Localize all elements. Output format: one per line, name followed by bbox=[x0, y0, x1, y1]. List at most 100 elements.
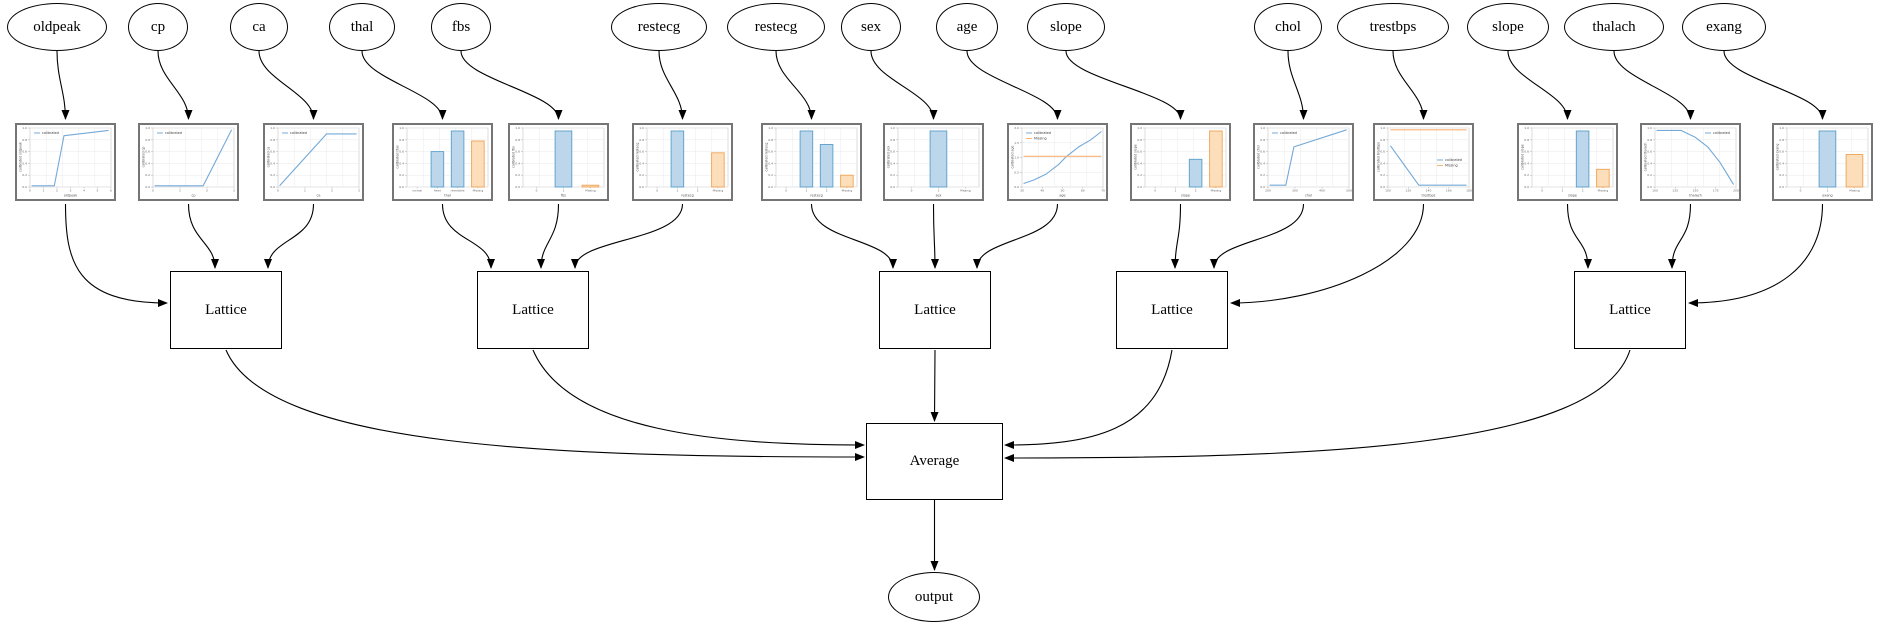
svg-text:0.0: 0.0 bbox=[768, 185, 773, 189]
svg-text:0.8: 0.8 bbox=[639, 138, 644, 142]
svg-text:0.2: 0.2 bbox=[145, 173, 150, 177]
svg-text:oldpeak: oldpeak bbox=[64, 194, 77, 198]
svg-text:age: age bbox=[1059, 194, 1065, 198]
feature-node-thalach-13: thalach bbox=[1564, 3, 1664, 51]
svg-text:100: 100 bbox=[1652, 189, 1658, 193]
svg-text:0.0: 0.0 bbox=[1014, 185, 1019, 189]
svg-text:0.2: 0.2 bbox=[1380, 173, 1385, 177]
svg-text:cp: cp bbox=[191, 194, 195, 198]
svg-text:Missing: Missing bbox=[1849, 189, 1860, 193]
svg-text:thal: thal bbox=[444, 194, 451, 198]
svg-text:normal: normal bbox=[412, 189, 422, 193]
svg-text:calibrated: calibrated bbox=[165, 131, 182, 135]
svg-text:0.0: 0.0 bbox=[1779, 185, 1784, 189]
svg-text:0: 0 bbox=[152, 189, 154, 193]
svg-text:0.2: 0.2 bbox=[639, 173, 644, 177]
svg-text:0.2: 0.2 bbox=[1137, 173, 1142, 177]
svg-text:0.8: 0.8 bbox=[1260, 138, 1265, 142]
svg-text:300: 300 bbox=[1292, 189, 1298, 193]
svg-text:0.6: 0.6 bbox=[1524, 150, 1529, 154]
svg-text:0.0: 0.0 bbox=[1260, 185, 1265, 189]
svg-text:1.0: 1.0 bbox=[1260, 126, 1265, 130]
svg-text:0.6: 0.6 bbox=[1647, 150, 1652, 154]
svg-text:0: 0 bbox=[1541, 189, 1543, 193]
svg-text:30: 30 bbox=[1020, 189, 1024, 193]
svg-text:0.4: 0.4 bbox=[1647, 161, 1652, 165]
svg-text:calibrated slope: calibrated slope bbox=[1134, 144, 1138, 170]
svg-text:Missing: Missing bbox=[585, 189, 596, 193]
svg-text:calibrated sex: calibrated sex bbox=[887, 146, 891, 169]
svg-text:70: 70 bbox=[1101, 189, 1105, 193]
svg-text:1: 1 bbox=[179, 189, 181, 193]
svg-text:160: 160 bbox=[1446, 189, 1452, 193]
feature-node-restecg-6: restecg bbox=[727, 3, 825, 51]
svg-text:2.0: 2.0 bbox=[1014, 126, 1019, 130]
svg-text:0.4: 0.4 bbox=[145, 161, 150, 165]
lattice-node-0: Lattice bbox=[170, 271, 282, 349]
svg-text:Missing: Missing bbox=[842, 189, 853, 193]
svg-text:0: 0 bbox=[277, 189, 279, 193]
svg-text:1.0: 1.0 bbox=[1647, 126, 1652, 130]
svg-text:0.0: 0.0 bbox=[22, 185, 27, 189]
svg-text:0.8: 0.8 bbox=[890, 138, 895, 142]
svg-text:150: 150 bbox=[1693, 189, 1699, 193]
svg-text:0: 0 bbox=[536, 189, 538, 193]
svg-text:1.0: 1.0 bbox=[145, 126, 150, 130]
svg-text:2: 2 bbox=[697, 189, 699, 193]
svg-text:6: 6 bbox=[110, 189, 112, 193]
svg-text:0: 0 bbox=[1154, 189, 1156, 193]
svg-text:0.6: 0.6 bbox=[890, 150, 895, 154]
svg-text:0.4: 0.4 bbox=[399, 161, 404, 165]
feature-node-fbs-4: fbs bbox=[431, 3, 491, 51]
svg-text:0.6: 0.6 bbox=[639, 150, 644, 154]
svg-text:1.0: 1.0 bbox=[270, 126, 275, 130]
feature-node-slope-9: slope bbox=[1027, 3, 1105, 51]
svg-text:0.8: 0.8 bbox=[1779, 138, 1784, 142]
svg-text:1.0: 1.0 bbox=[1137, 126, 1142, 130]
feature-node-chol-10: chol bbox=[1254, 3, 1322, 51]
svg-text:100: 100 bbox=[1385, 189, 1391, 193]
svg-text:Missing: Missing bbox=[1211, 189, 1222, 193]
svg-text:Missing: Missing bbox=[1034, 137, 1047, 141]
svg-text:calibrated restecg: calibrated restecg bbox=[765, 143, 769, 172]
svg-text:3: 3 bbox=[233, 189, 235, 193]
svg-text:0.0: 0.0 bbox=[399, 185, 404, 189]
svg-text:50: 50 bbox=[1061, 189, 1065, 193]
svg-text:0.2: 0.2 bbox=[515, 173, 520, 177]
svg-text:0: 0 bbox=[911, 189, 913, 193]
svg-text:0.2: 0.2 bbox=[270, 173, 275, 177]
svg-text:slope: slope bbox=[1181, 194, 1190, 198]
svg-text:calibrated: calibrated bbox=[1034, 131, 1051, 135]
lattice-node-2: Lattice bbox=[879, 271, 991, 349]
svg-text:0.6: 0.6 bbox=[145, 150, 150, 154]
svg-text:0.2: 0.2 bbox=[1647, 173, 1652, 177]
svg-text:calibrated: calibrated bbox=[1280, 131, 1297, 135]
svg-text:120: 120 bbox=[1405, 189, 1411, 193]
svg-text:0.6: 0.6 bbox=[270, 150, 275, 154]
svg-text:0.2: 0.2 bbox=[399, 173, 404, 177]
svg-text:0: 0 bbox=[785, 189, 787, 193]
feature-node-trestbps-11: trestbps bbox=[1337, 3, 1449, 51]
feature-node-thal-3: thal bbox=[329, 3, 395, 51]
svg-text:trestbps: trestbps bbox=[1422, 194, 1436, 198]
svg-text:0: 0 bbox=[656, 189, 658, 193]
svg-text:400: 400 bbox=[1319, 189, 1325, 193]
svg-text:1: 1 bbox=[563, 189, 565, 193]
svg-text:500: 500 bbox=[1346, 189, 1352, 193]
svg-text:calibrated trestbps: calibrated trestbps bbox=[1377, 142, 1381, 172]
svg-text:fbs: fbs bbox=[561, 194, 566, 198]
svg-text:180: 180 bbox=[1466, 189, 1472, 193]
svg-text:0.0: 0.0 bbox=[1137, 185, 1142, 189]
